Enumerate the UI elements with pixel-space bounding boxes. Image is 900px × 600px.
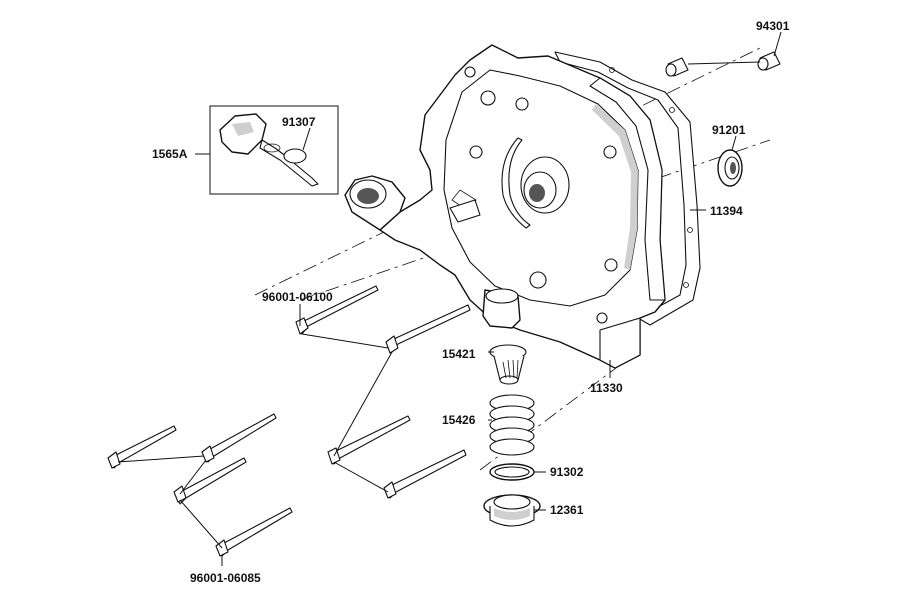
oil-seal-91201 xyxy=(717,135,743,187)
part-labels: 94301 91307 1565A 91201 11394 96001-0610… xyxy=(152,19,790,585)
label-11394: 11394 xyxy=(710,204,743,218)
dowel-pins-94301 xyxy=(665,31,782,77)
label-91201: 91201 xyxy=(712,123,746,137)
label-96001-06085: 96001-06085 xyxy=(190,571,261,585)
label-91307: 91307 xyxy=(282,115,316,129)
label-1565A: 1565A xyxy=(152,147,188,161)
label-11330: 11330 xyxy=(590,381,623,395)
label-91302: 91302 xyxy=(550,465,584,479)
dipstick-box xyxy=(195,105,339,195)
label-12361: 12361 xyxy=(550,503,584,517)
label-94301: 94301 xyxy=(756,19,790,33)
o-ring-91302 xyxy=(489,463,546,481)
leader-lines xyxy=(609,209,706,378)
drain-plug-12361 xyxy=(483,494,546,527)
label-15426: 15426 xyxy=(442,413,476,427)
label-96001-06100: 96001-06100 xyxy=(262,290,333,304)
label-15421: 15421 xyxy=(442,347,476,361)
strainer-15421 xyxy=(488,344,527,385)
bolts-96001-06085 xyxy=(107,413,293,566)
bolts-96001-06100 xyxy=(295,285,471,499)
cover-11330 xyxy=(344,44,666,369)
spring-15426 xyxy=(488,394,535,456)
